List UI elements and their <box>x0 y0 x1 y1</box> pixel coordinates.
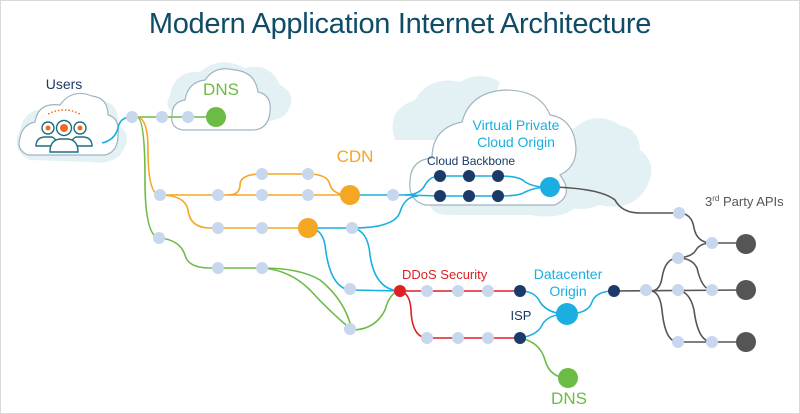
api-endpoint-2 <box>736 280 756 300</box>
node-green-3 <box>256 262 268 274</box>
cloud-backbone-label: Cloud Backbone <box>427 154 515 168</box>
node-green-1 <box>153 232 165 244</box>
node-dns-1 <box>156 111 168 123</box>
node-cyan-2 <box>387 189 399 201</box>
backbone-node-l2 <box>463 190 475 202</box>
link-cdn2-backbone <box>308 195 419 229</box>
node-cdn-d <box>302 189 314 201</box>
users-label: Users <box>46 76 83 92</box>
backbone-node-l1 <box>434 190 446 202</box>
node-api-4 <box>672 336 684 348</box>
node-green-2 <box>212 262 224 274</box>
node-dns-2 <box>182 111 194 123</box>
third-party-rest: Party APIs <box>719 194 784 209</box>
users-icon <box>35 109 93 153</box>
link-green-ddos <box>261 267 353 331</box>
vpc-label-line1: Virtual Private <box>473 117 560 133</box>
node-cyan-3 <box>344 283 356 295</box>
ddos-node <box>394 285 406 297</box>
backbone-node-u3 <box>492 170 504 182</box>
outlined-clouds <box>18 68 577 206</box>
backbone-node-u2 <box>463 170 475 182</box>
ddos-label: DDoS Security <box>402 267 488 282</box>
node-api-2 <box>672 252 684 264</box>
link-cdn-lower <box>159 194 308 229</box>
isp-node-lower <box>514 332 526 344</box>
isp-node-upper <box>514 285 526 297</box>
third-party-sup: rd <box>712 194 719 203</box>
dns-bottom-label: DNS <box>551 389 587 408</box>
cdn-node-2 <box>298 218 318 238</box>
dns-top-label: DNS <box>203 80 239 99</box>
node-ddos-u1 <box>421 285 433 297</box>
node-cdn-a <box>154 189 166 201</box>
link-cdn2-ddos-b <box>351 227 401 292</box>
diagram-title: Modern Application Internet Architecture <box>148 8 652 40</box>
node-cdn-b <box>212 189 224 201</box>
datacenter-label-line2: Origin <box>549 283 586 299</box>
backbone-node-u1 <box>434 170 446 182</box>
api-endpoint-3 <box>736 332 756 352</box>
dns-top-node <box>206 107 226 127</box>
node-ddos-l2 <box>452 332 464 344</box>
nodes <box>126 107 756 388</box>
node-cdn-c <box>256 189 268 201</box>
isp-label: ISP <box>511 308 532 323</box>
cloud-dns <box>171 68 271 131</box>
backbone-node-l3 <box>492 190 504 202</box>
node-cdn-e <box>256 168 268 180</box>
link-ddos-lower <box>399 290 520 339</box>
vpc-origin-node <box>540 177 560 197</box>
node-green-4 <box>344 323 356 335</box>
node-api-5 <box>706 237 718 249</box>
node-cdn-f <box>302 168 314 180</box>
node-api-7 <box>706 336 718 348</box>
datacenter-origin-node <box>556 303 578 325</box>
cloud-users <box>18 92 119 156</box>
link-dc-apis-lower2 <box>677 289 713 343</box>
node-hub <box>126 111 138 123</box>
link-users-hub <box>101 116 133 144</box>
link-dc-apis-lower <box>651 290 745 343</box>
api-endpoint-1 <box>736 234 756 254</box>
node-cyan-1 <box>346 222 358 234</box>
third-party-num: 3 <box>705 194 712 209</box>
third-party-apis-label: 3rd Party APIs <box>705 194 784 209</box>
node-api-3 <box>672 284 684 296</box>
link-hub-green-lower <box>136 116 401 331</box>
node-ddos-u3 <box>482 285 494 297</box>
link-dc-apis-upper2 <box>677 242 713 259</box>
cdn-node-1 <box>340 185 360 205</box>
datacenter-out-node <box>608 285 620 297</box>
datacenter-label-line1: Datacenter <box>534 266 603 282</box>
node-cdn-h <box>256 222 268 234</box>
node-api-6 <box>706 284 718 296</box>
node-api-1 <box>640 284 652 296</box>
node-ddos-u2 <box>452 285 464 297</box>
node-cdn-g <box>212 222 224 234</box>
cdn-label: CDN <box>337 147 374 166</box>
link-vpc-apis <box>549 186 745 244</box>
dns-bottom-node <box>558 368 578 388</box>
node-ddos-l1 <box>421 332 433 344</box>
node-vpc-out <box>673 207 685 219</box>
link-cdn-upper <box>227 173 351 196</box>
vpc-label-line2: Cloud Origin <box>477 134 555 150</box>
node-ddos-l3 <box>482 332 494 344</box>
